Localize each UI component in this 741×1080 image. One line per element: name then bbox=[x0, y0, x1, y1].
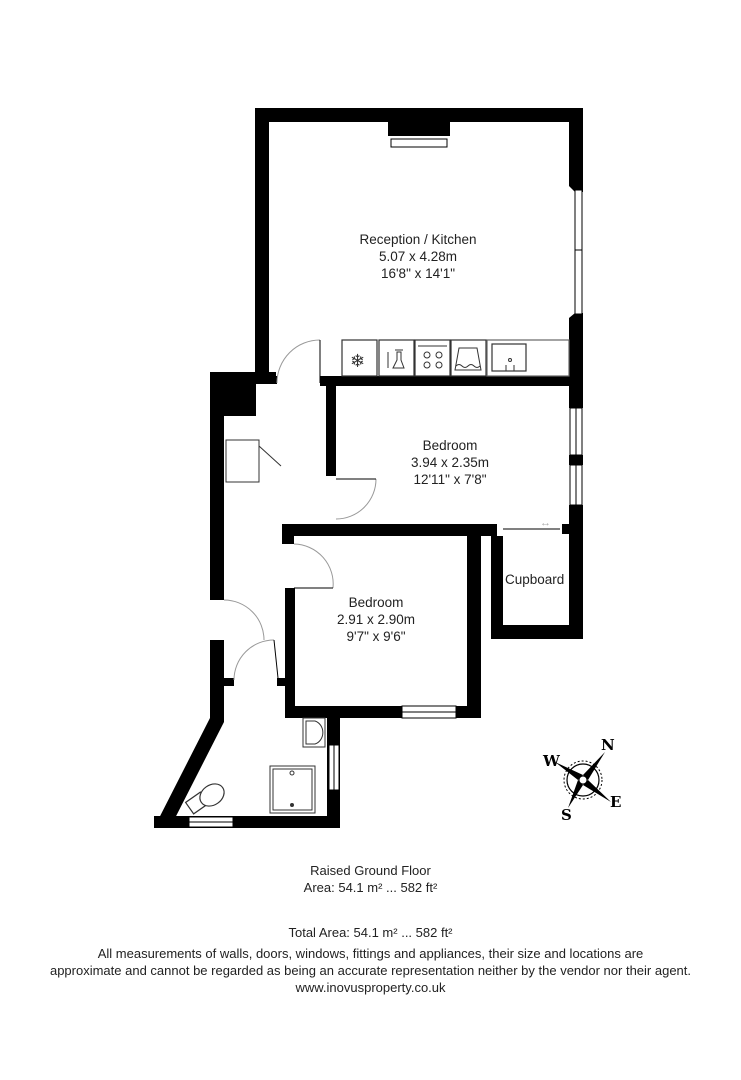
windows bbox=[188, 138, 583, 828]
door-arcs bbox=[223, 339, 560, 681]
fridge-freezer-icon: ❄ bbox=[350, 351, 365, 371]
washing-machine-icon bbox=[454, 347, 482, 371]
floor-area: Area: 54.1 m² ... 582 ft² bbox=[303, 880, 438, 895]
disclaimer-line-2: approximate and cannot be regarded as be… bbox=[49, 963, 692, 978]
wash-basin-icon bbox=[302, 717, 326, 748]
floor-plan: ↔ ❄ bbox=[154, 108, 621, 828]
hob-icon bbox=[418, 345, 447, 369]
room-size-metric: 3.94 x 2.35m bbox=[410, 455, 490, 470]
compass-icon: N E S W bbox=[542, 736, 621, 824]
compass-east: E bbox=[610, 793, 621, 811]
floor-name: Raised Ground Floor bbox=[310, 863, 431, 878]
kitchen-units bbox=[341, 339, 570, 377]
compass-north: N bbox=[601, 736, 615, 754]
room-size-imperial: 9'7" x 9'6" bbox=[346, 629, 406, 644]
room-size-metric: 2.91 x 2.90m bbox=[336, 612, 416, 627]
room-label-cupboard: Cupboard bbox=[505, 572, 565, 587]
dishwasher-icon bbox=[387, 349, 405, 369]
walls bbox=[154, 108, 583, 828]
shower-icon bbox=[269, 765, 316, 814]
website-link[interactable]: www.inovusproperty.co.uk bbox=[295, 980, 446, 995]
room-size-imperial: 12'11" x 7'8" bbox=[413, 472, 487, 487]
room-name: Bedroom bbox=[348, 595, 404, 610]
sliding-door-icon: ↔ bbox=[540, 517, 551, 529]
room-size-metric: 5.07 x 4.28m bbox=[378, 249, 458, 264]
room-label-reception-kitchen: Reception / Kitchen 5.07 x 4.28m 16'8" x… bbox=[338, 231, 498, 282]
room-name: Reception / Kitchen bbox=[359, 232, 477, 247]
hall-cupboard bbox=[225, 439, 282, 483]
compass-south: S bbox=[561, 806, 572, 824]
room-name: Bedroom bbox=[422, 438, 478, 453]
room-label-bedroom-2: Bedroom 2.91 x 2.90m 9'7" x 9'6" bbox=[306, 594, 446, 645]
compass-west: W bbox=[542, 752, 561, 770]
room-label-bedroom-1: Bedroom 3.94 x 2.35m 12'11" x 7'8" bbox=[380, 437, 520, 488]
total-area: Total Area: 54.1 m² ... 582 ft² bbox=[288, 925, 453, 940]
toilet-icon bbox=[184, 783, 225, 815]
sink-icon bbox=[505, 358, 515, 371]
footer: Raised Ground Floor Area: 54.1 m² ... 58… bbox=[0, 862, 741, 996]
disclaimer-line-1: All measurements of walls, doors, window… bbox=[97, 946, 644, 961]
room-size-imperial: 16'8" x 14'1" bbox=[380, 266, 456, 281]
